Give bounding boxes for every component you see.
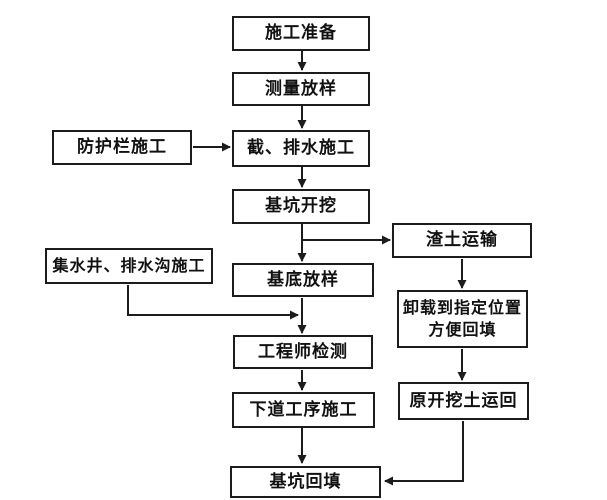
node-muck-transport-label: 渣土运输 [426,230,498,251]
node-base-layout: 基底放样 [232,263,374,297]
node-engineer-inspection-label: 工程师检测 [258,341,348,362]
node-next-process-label: 下道工序施工 [249,399,358,420]
node-soil-return-label: 原开挖土运回 [409,390,518,411]
node-sump-ditch-label: 集水井、排水沟施工 [52,256,206,276]
node-engineer-inspection: 工程师检测 [233,335,373,369]
node-construction-prep-label: 施工准备 [265,23,337,44]
edge-soilreturn-backfill [384,421,464,486]
node-next-process: 下道工序施工 [232,392,375,428]
node-survey-layout-label: 测量放样 [265,78,337,99]
node-pit-excavation: 基坑开挖 [232,189,370,224]
node-unload-designated-label-line2: 方便回填 [428,320,497,339]
node-pit-backfill: 基坑回填 [230,466,381,498]
node-muck-transport: 渣土运输 [392,223,532,258]
node-unload-designated: 卸载到指定位置 方便回填 [397,290,528,348]
node-pit-excavation-label: 基坑开挖 [265,196,337,217]
edge-sump-mainline [127,285,299,320]
node-construction-prep: 施工准备 [232,16,370,51]
node-base-layout-label: 基底放样 [267,269,339,290]
node-guardrail: 防护栏施工 [52,130,192,165]
node-soil-return: 原开挖土运回 [398,382,529,420]
node-drainage-label: 截、排水施工 [247,138,355,159]
node-unload-designated-label-line1: 卸载到指定位置 [402,298,522,318]
node-drainage: 截、排水施工 [232,130,370,167]
node-sump-ditch: 集水井、排水沟施工 [45,248,213,284]
node-survey-layout: 测量放样 [232,72,370,106]
node-pit-backfill-label: 基坑回填 [269,471,342,492]
node-guardrail-label: 防护栏施工 [77,137,167,158]
